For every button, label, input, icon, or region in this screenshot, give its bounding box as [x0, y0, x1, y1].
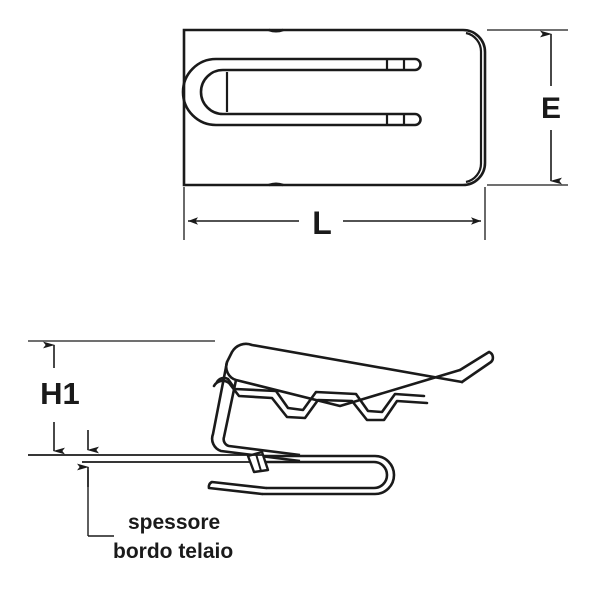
body-tab-arc-bottom — [268, 182, 284, 187]
callout-spessore-line1: spessore — [128, 511, 220, 534]
dimension-E: E — [487, 29, 568, 186]
clip-body-outline — [182, 28, 487, 187]
side-view-group: H1 spessore bordo telaio — [28, 340, 495, 563]
spring-bottom-free-end-inner — [210, 480, 268, 490]
spring-left-web-outer — [210, 361, 301, 463]
body-tab-arc-top — [268, 28, 284, 33]
dimension-spessore: spessore bordo telaio — [77, 430, 233, 563]
callout-spessore-line2: bordo telaio — [113, 540, 233, 563]
spring-bottom-leg-outer — [248, 454, 396, 496]
dimension-L-label: L — [312, 205, 332, 241]
spring-bottom-free-end-outer — [207, 486, 264, 496]
dimension-H1: H1 — [28, 340, 215, 455]
spring-bottom-leg-inner — [255, 460, 389, 490]
spring-bottom-free-end-cap — [207, 480, 213, 489]
wire-crossing-node-divider — [255, 453, 262, 472]
spring-tongue-lower-edge — [212, 379, 429, 422]
wire-slot-region — [201, 70, 415, 114]
wire-arm-tip-lower — [414, 112, 422, 127]
dimension-H1-label: H1 — [40, 376, 80, 411]
dimension-E-label: E — [541, 92, 561, 125]
clip-body-outer-edge — [182, 28, 487, 187]
wire-form-inner-contour — [199, 68, 415, 116]
dimension-L: L — [183, 187, 486, 241]
wire-form-outer-contour — [181, 57, 415, 127]
spring-blade-tip-lower — [460, 360, 493, 384]
spring-left-web-inner — [222, 379, 301, 457]
spring-blade-tip-upper — [458, 350, 491, 372]
clip-body-inner-edge — [465, 31, 483, 184]
spring-blade-tip-cap — [488, 350, 495, 363]
wire-arm-tip-upper — [414, 57, 422, 72]
top-view-group: E L — [181, 28, 568, 241]
